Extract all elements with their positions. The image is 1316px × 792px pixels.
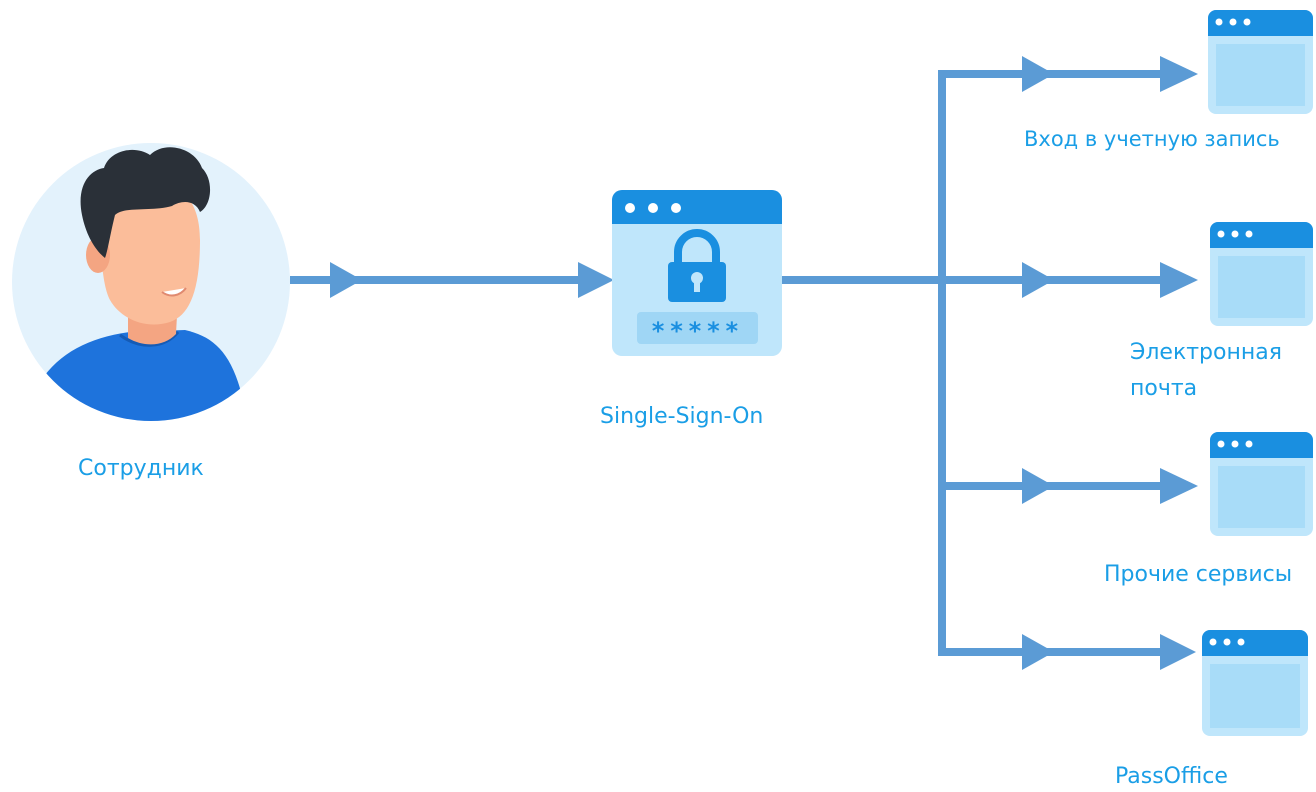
arrowhead-icon <box>1022 634 1054 670</box>
connectors <box>290 70 1180 656</box>
arrowhead-icon <box>330 262 362 298</box>
service-label-mail-line2: почта <box>1130 376 1198 401</box>
password-field <box>637 312 758 344</box>
face-icon <box>100 179 200 325</box>
arrowhead-icon <box>1160 56 1198 92</box>
arrowhead-icon <box>1160 634 1196 670</box>
arrowhead-icon <box>1022 262 1054 298</box>
sso-label: Single-Sign-On <box>600 404 764 429</box>
service-window-other <box>1210 432 1313 536</box>
service-window-mail <box>1210 222 1313 326</box>
service-label-other: Прочие сервисы <box>1104 562 1293 587</box>
password-mask: ***** <box>651 317 743 345</box>
service-label-passoffice: PassOffice <box>1115 764 1228 789</box>
arrowhead-icon <box>1022 56 1054 92</box>
sso-window: ***** <box>612 190 782 356</box>
arrowhead-icon <box>1160 468 1198 504</box>
arrowhead-icon <box>578 262 614 298</box>
hair-icon <box>80 147 211 258</box>
arrowhead-icon <box>1022 468 1054 504</box>
service-label-account: Вход в учетную запись <box>1024 127 1280 151</box>
service-window-account <box>1208 10 1313 114</box>
user-label: Сотрудник <box>78 456 204 481</box>
service-window-passoffice <box>1202 630 1308 736</box>
lock-icon <box>668 229 726 302</box>
arrowheads <box>330 56 1198 670</box>
user-avatar <box>12 143 290 421</box>
arrowhead-icon <box>1160 262 1198 298</box>
service-label-mail-line1: Электронная <box>1130 340 1282 365</box>
